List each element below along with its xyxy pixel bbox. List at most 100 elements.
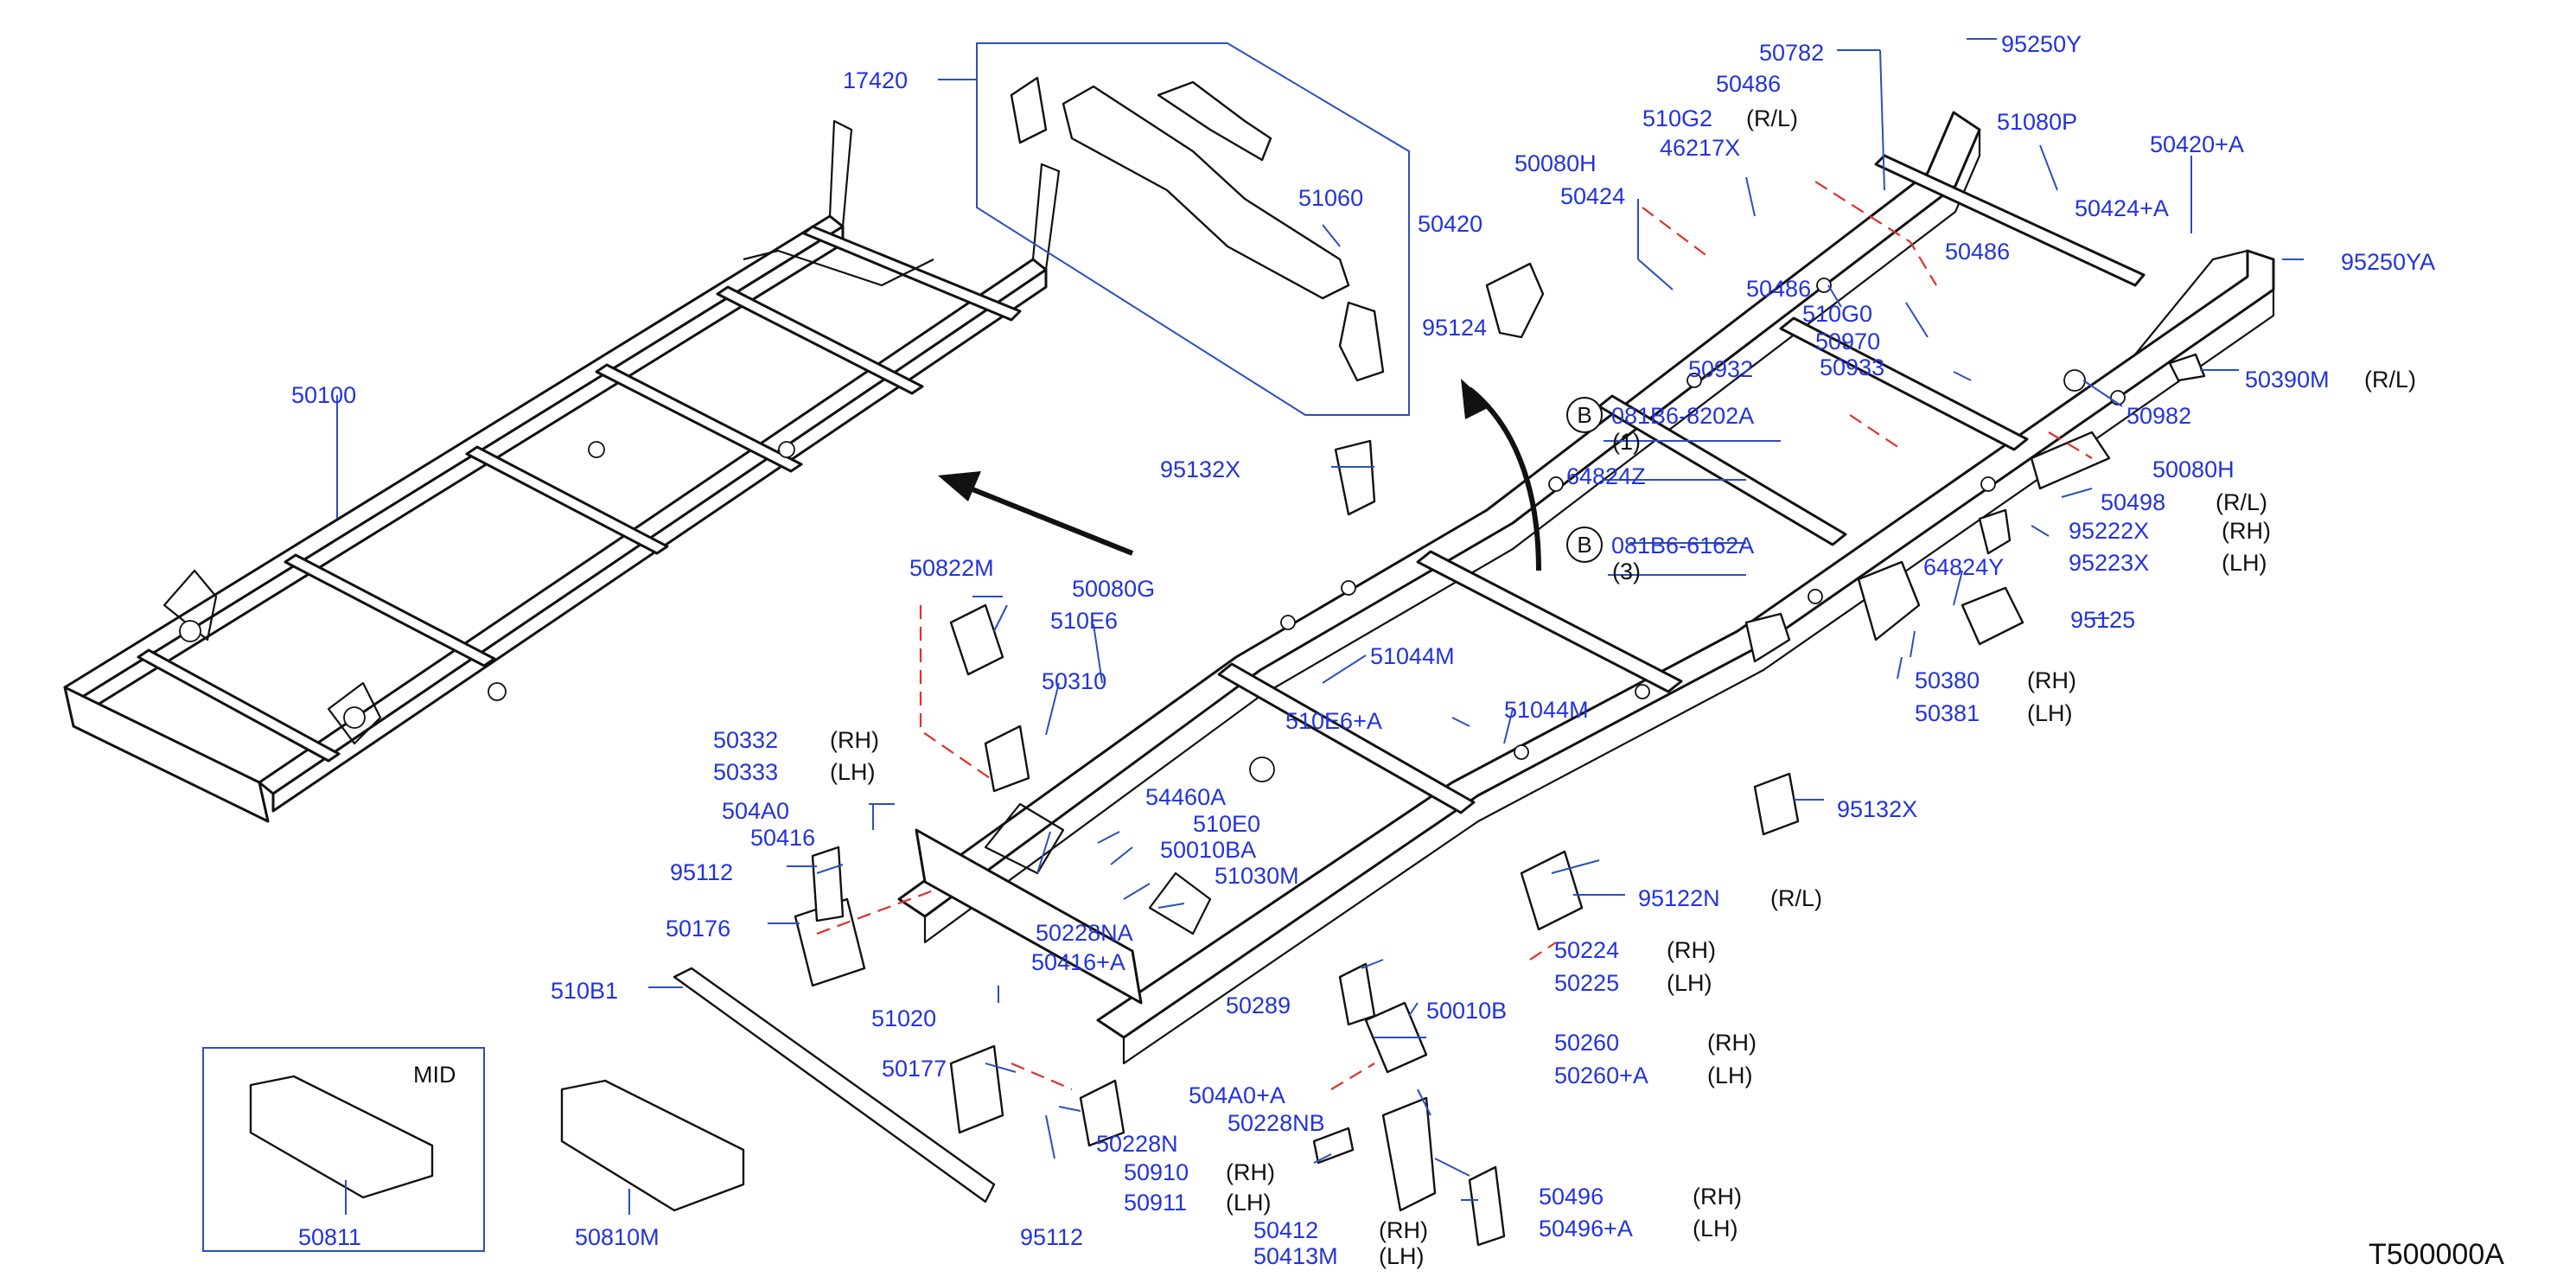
note-qty-1: (1)	[1612, 429, 1641, 455]
main-frame-illustration	[897, 111, 2275, 1065]
note-rl-510G2: (R/L)	[1746, 105, 1798, 131]
note-rl-50498: (R/L)	[2216, 489, 2267, 515]
callout-64824Z: 64824Z	[1566, 463, 1646, 489]
bolt-markers: B B	[1566, 397, 1603, 563]
callout-50390M: 50390M	[2245, 367, 2330, 393]
callout-50498: 50498	[2101, 489, 2165, 515]
callout-50225: 50225	[1554, 970, 1619, 996]
callout-504A0: 504A0	[722, 798, 789, 824]
note-rl-95122N: (R/L)	[1770, 885, 1822, 911]
callout-50782: 50782	[1759, 40, 1824, 66]
callout-54460A: 54460A	[1145, 784, 1226, 810]
callout-50260: 50260	[1554, 1030, 1619, 1056]
note-rh-95222X: (RH)	[2222, 518, 2271, 544]
note-rh-50224: (RH)	[1667, 937, 1716, 963]
note-rh-50412: (RH)	[1379, 1217, 1428, 1243]
callout-95250Y: 95250Y	[2001, 31, 2082, 57]
callout-50381: 50381	[1915, 700, 1980, 726]
callout-51060: 51060	[1298, 185, 1363, 211]
insets	[202, 42, 1410, 1252]
note-lh-50413M: (LH)	[1379, 1243, 1425, 1269]
callout-50080H-right: 50080H	[2152, 456, 2235, 482]
callout-50911: 50911	[1124, 1190, 1187, 1216]
callout-081B6-6162A: 081B6-6162A	[1611, 533, 1754, 559]
callout-50380: 50380	[1915, 667, 1980, 693]
callout-50010B: 50010B	[1426, 998, 1507, 1024]
callout-50496A: 50496+A	[1539, 1216, 1633, 1242]
callout-64824Y: 64824Y	[1923, 554, 2004, 580]
callout-504A0A: 504A0+A	[1189, 1082, 1285, 1108]
callout-50332: 50332	[713, 727, 778, 753]
callout-50177: 50177	[882, 1056, 947, 1082]
callout-081B6-8202A: 081B6-8202A	[1611, 403, 1754, 429]
callout-95250YA: 95250YA	[2341, 249, 2435, 275]
callout-95112-top: 95112	[670, 859, 733, 885]
callout-50228N: 50228N	[1096, 1131, 1178, 1157]
callout-510E0: 510E0	[1193, 811, 1260, 837]
note-rh-50260: (RH)	[1707, 1030, 1757, 1056]
callout-50810M: 50810M	[575, 1224, 660, 1250]
callout-50333: 50333	[713, 759, 778, 785]
callout-51020: 51020	[871, 1005, 936, 1031]
callout-50010BA: 50010BA	[1160, 837, 1256, 863]
callout-50100: 50100	[291, 382, 356, 408]
forward-arrow-left	[958, 482, 1134, 556]
callout-95125: 95125	[2070, 607, 2135, 633]
callout-95132X-top: 95132X	[1160, 456, 1240, 482]
note-lh-50496A: (LH)	[1693, 1216, 1738, 1242]
note-rh-50496: (RH)	[1693, 1184, 1742, 1210]
callout-50416: 50416	[750, 825, 815, 851]
callout-50822M: 50822M	[909, 555, 994, 581]
callout-46217X: 46217X	[1660, 135, 1740, 161]
note-rh-50332: (RH)	[830, 727, 879, 753]
callout-50176: 50176	[666, 916, 730, 942]
complete-frame-illustration	[63, 119, 1061, 823]
callout-51030M: 51030M	[1215, 863, 1299, 889]
callout-50424A: 50424+A	[2075, 195, 2169, 221]
callout-50413M: 50413M	[1253, 1243, 1338, 1269]
marker-b-2-letter: B	[1577, 532, 1591, 558]
callout-labels: 17420 51060 50100 50420 50080H 50424 510…	[291, 31, 2435, 1269]
callout-95122N: 95122N	[1638, 885, 1720, 911]
leader-lines	[336, 38, 2304, 1215]
callout-50289: 50289	[1226, 993, 1291, 1018]
callout-50260A: 50260+A	[1554, 1063, 1648, 1088]
inset-mid-label: MID	[413, 1062, 456, 1088]
marker-b-1	[1566, 397, 1603, 433]
note-lh-50381: (LH)	[2027, 700, 2073, 726]
callout-51080P: 51080P	[1997, 109, 2077, 135]
marker-b-1-letter: B	[1577, 402, 1591, 428]
callout-95222X: 95222X	[2069, 518, 2149, 544]
callout-510E6A: 510E6+A	[1285, 708, 1382, 734]
callout-50982: 50982	[2126, 403, 2191, 429]
note-rh-50380: (RH)	[2027, 667, 2076, 693]
callout-50412: 50412	[1253, 1217, 1318, 1243]
alignment-dashes	[816, 181, 2093, 1091]
callout-50486-mid: 50486	[1945, 239, 2010, 265]
note-lh-50911: (LH)	[1226, 1190, 1272, 1216]
diagram-id: T500000A	[2369, 1238, 2504, 1271]
callout-50486-top: 50486	[1716, 71, 1781, 97]
callout-510E6: 510E6	[1050, 608, 1118, 634]
note-rl-50390M: (R/L)	[2364, 367, 2416, 393]
callout-50932: 50932	[1688, 356, 1753, 382]
side-notes: (R/L) (R/L) (1) (R/L) (RH) (LH) (3) (RH)…	[413, 105, 2416, 1269]
callout-50933: 50933	[1820, 354, 1884, 380]
callout-50080G: 50080G	[1072, 576, 1155, 602]
callout-50420: 50420	[1418, 211, 1482, 237]
callout-50228NB: 50228NB	[1227, 1110, 1325, 1136]
callout-50424: 50424	[1560, 183, 1625, 209]
callout-50811: 50811	[298, 1224, 361, 1250]
note-qty-3: (3)	[1612, 559, 1641, 584]
inset-mid-box	[202, 1047, 485, 1252]
callout-50486-low: 50486	[1746, 276, 1811, 302]
callout-510B1: 510B1	[551, 978, 618, 1004]
callout-17420: 17420	[843, 67, 908, 93]
callout-510G0: 510G0	[1802, 301, 1872, 327]
callout-95223X: 95223X	[2069, 550, 2149, 576]
callout-510G2: 510G2	[1642, 105, 1712, 131]
callout-50224: 50224	[1554, 937, 1619, 963]
callout-51044M-a: 51044M	[1370, 643, 1455, 669]
callout-95124: 95124	[1422, 315, 1487, 341]
